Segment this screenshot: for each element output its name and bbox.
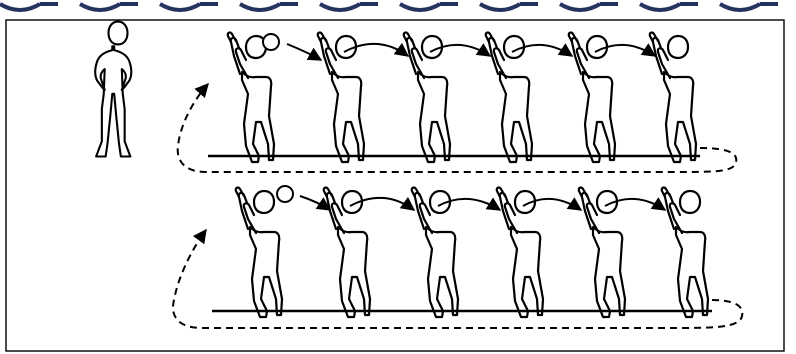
standing-person-icon (95, 22, 131, 157)
player-figure (650, 33, 696, 162)
pass-arrow (523, 199, 581, 210)
ball-icon (277, 186, 293, 202)
return-path-1 (178, 84, 737, 172)
player-figure (412, 188, 458, 317)
player-figure (318, 33, 364, 162)
player-figure (579, 188, 625, 317)
player-figure (236, 188, 282, 317)
pass-arrow (287, 44, 321, 60)
ball-icon (263, 34, 279, 50)
player-figure (404, 33, 450, 162)
border-ornaments (0, 4, 778, 10)
player-figure (324, 188, 370, 317)
player-figure (662, 188, 708, 317)
player-figure (228, 33, 274, 162)
row-2 (173, 186, 742, 328)
player-figure (486, 33, 532, 162)
player-figure (569, 33, 615, 162)
player-figure (497, 188, 543, 317)
pass-arrow (300, 196, 330, 210)
row-1 (178, 33, 737, 172)
